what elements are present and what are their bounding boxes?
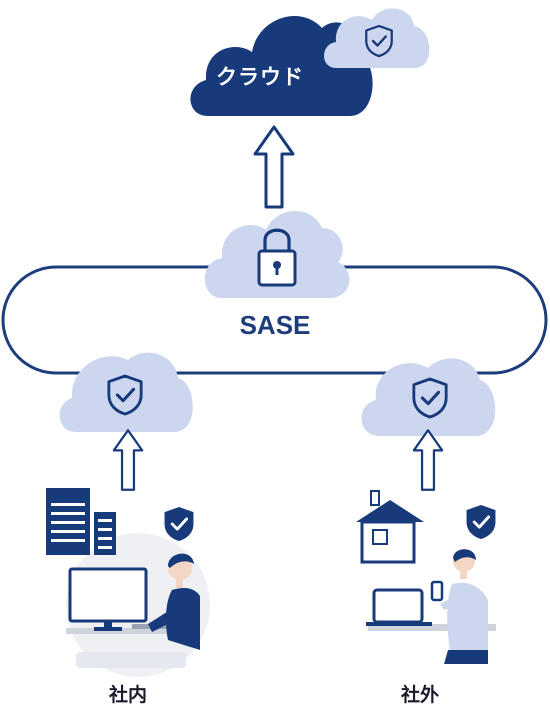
remote-label: 社外 (400, 684, 439, 706)
monitor-icon (68, 567, 148, 631)
remote-cloud-shape (361, 358, 496, 436)
sase-label: SASE (239, 310, 311, 340)
smartphone-icon (430, 580, 444, 602)
padlock-icon (257, 228, 297, 287)
cloud-label: クラウド (216, 65, 304, 89)
shield-solid-icon (465, 503, 497, 541)
remote-scene (356, 490, 497, 664)
building-icon (46, 488, 116, 555)
cloud-node (190, 15, 373, 117)
arrow-up-icon (253, 125, 295, 209)
remote-worker-figure (430, 549, 488, 664)
house-icon (356, 490, 424, 564)
office-label: 社内 (108, 684, 147, 706)
office-scene (46, 488, 210, 677)
lock-cloud-node (204, 210, 350, 298)
cloud-shape (190, 15, 373, 117)
office-edge-cloud (59, 352, 193, 432)
remote-edge-cloud (361, 358, 496, 436)
arrow-up-icon (412, 428, 444, 492)
office-worker-figure (76, 553, 200, 668)
desk (66, 628, 186, 634)
shield-solid-icon (163, 505, 195, 543)
small-cloud-shape (324, 8, 430, 68)
laptop-icon (366, 588, 432, 626)
arrow-up-icon (112, 428, 144, 492)
secure-cloud-node (324, 8, 430, 68)
office-cloud-shape (59, 352, 193, 432)
remote-desk (368, 624, 496, 631)
